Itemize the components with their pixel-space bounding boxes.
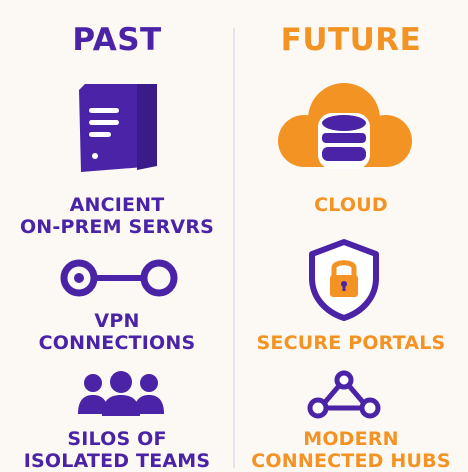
- past-item-2-label: VPN CONNECTIONS: [38, 310, 196, 354]
- team-group-icon: [78, 371, 164, 416]
- network-hub-icon: [307, 370, 381, 419]
- vpn-connection-icon: [60, 259, 178, 297]
- past-heading: PAST: [72, 22, 162, 58]
- cloud-database-icon: [278, 83, 412, 169]
- future-heading: FUTURE: [280, 22, 422, 58]
- column-divider: [233, 28, 235, 468]
- past-item-1-label: ANCIENT ON-PREM SERVRS: [19, 194, 215, 238]
- shield-lock-icon: [309, 239, 379, 321]
- past-item-3-label: SILOS OF ISOLATED TEAMS: [23, 428, 211, 472]
- server-icon: [79, 84, 157, 172]
- future-item-1-label: CLOUD: [314, 194, 388, 216]
- future-item-2-label: SECURE PORTALS: [256, 332, 446, 354]
- future-item-3-label: MODERN CONNECTED HUBS: [251, 428, 451, 472]
